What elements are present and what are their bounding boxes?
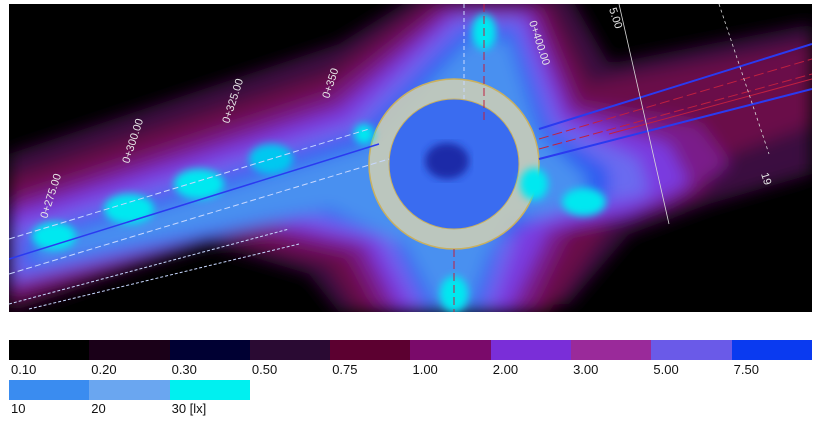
legend-label: 0.10	[11, 362, 37, 377]
legend-label: 1.00	[412, 362, 438, 377]
legend-swatch-3.00	[571, 340, 652, 360]
legend-swatch-20	[89, 380, 170, 400]
legend-label: 0.20	[91, 362, 117, 377]
roundabout	[368, 78, 540, 250]
illuminance-legend: 0.10 0.20 0.30 0.50 0.75 1.00 2.00 3.00 …	[9, 340, 812, 420]
legend-label: 5.00	[653, 362, 679, 377]
legend-swatch-2.00	[490, 340, 572, 360]
legend-label: 0.50	[251, 362, 278, 377]
legend-label: 10	[11, 401, 26, 416]
legend-label: 20	[91, 401, 106, 416]
legend-swatch-0.10	[9, 340, 90, 360]
legend-label: 30 [lx]	[171, 401, 207, 416]
legend-label: 7.50	[733, 362, 759, 377]
legend-swatch-10	[9, 380, 90, 400]
legend-label-row-1: 0.10 0.20 0.30 0.50 0.75 1.00 2.00 3.00 …	[9, 361, 812, 379]
illuminance-plan-view[interactable]: 0+275.00 0+300.00 0+325.00 0+350 0+400.0…	[9, 4, 812, 312]
legend-swatch-0.20	[89, 340, 170, 360]
legend-swatch-0.75	[330, 340, 411, 360]
luminaire-spots	[32, 14, 606, 312]
legend-label: 2.00	[492, 362, 519, 377]
legend-label: 0.75	[332, 362, 358, 377]
legend-swatch-0.50	[249, 340, 331, 360]
legend-label: 0.30	[171, 362, 197, 377]
legend-label: 3.00	[573, 362, 599, 377]
legend-swatch-30	[169, 380, 250, 400]
station-label-7: 19	[758, 171, 773, 186]
road-linework	[9, 4, 812, 312]
legend-swatch-7.50	[731, 340, 812, 360]
legend-swatch-1.00	[410, 340, 491, 360]
legend-swatch-5.00	[651, 340, 732, 360]
illuminance-plan-svg: 0+275.00 0+300.00 0+325.00 0+350 0+400.0…	[9, 4, 812, 312]
legend-swatch-row-1	[9, 340, 812, 360]
legend-swatch-row-2	[9, 380, 250, 400]
legend-label-row-2: 10 20 30 [lx]	[9, 400, 250, 418]
legend-swatch-0.30	[169, 340, 250, 360]
